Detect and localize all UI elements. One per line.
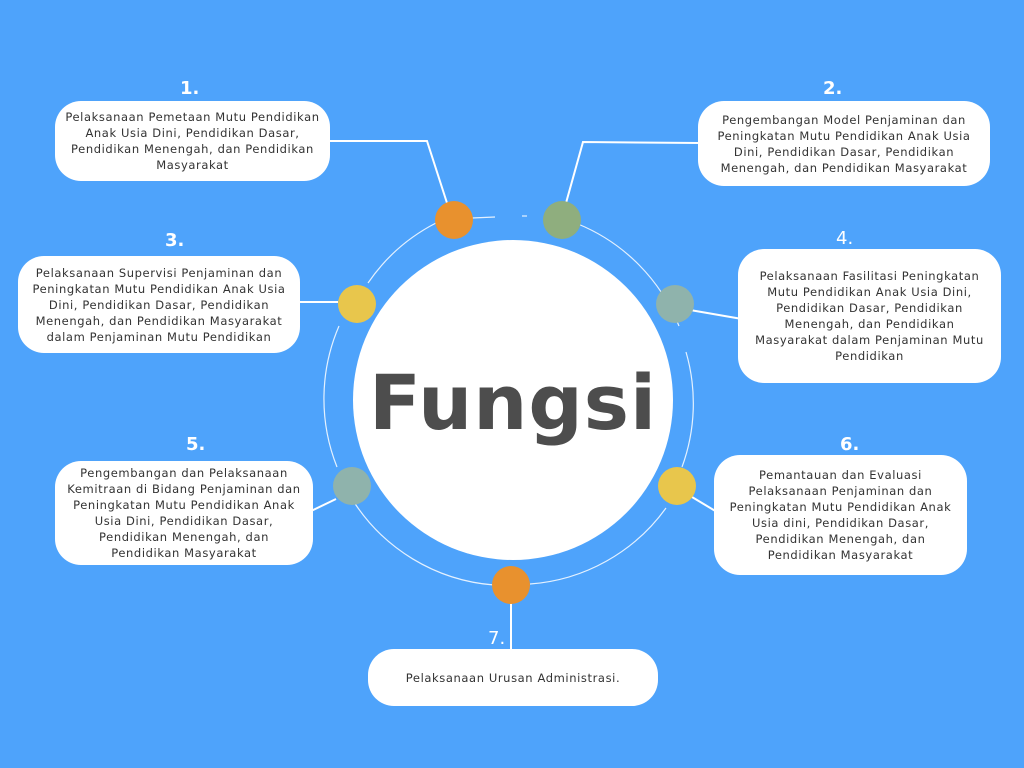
item-number-6: 6.: [840, 434, 860, 455]
ring-tick: [471, 216, 496, 219]
node-dot-3: [338, 285, 376, 323]
function-box-6: Pemantauan dan Evaluasi Pelaksanaan Penj…: [714, 455, 967, 575]
node-dot-1: [435, 201, 473, 239]
function-text-5: Pengembangan dan Pelaksanaan Kemitraan d…: [67, 466, 301, 560]
center-circle: Fungsi: [353, 240, 673, 560]
node-dot-4: [656, 285, 694, 323]
function-text-2: Pengembangan Model Penjaminan dan Pening…: [717, 112, 971, 175]
item-number-1: 1.: [180, 78, 200, 99]
function-text-1: Pelaksanaan Pemetaan Mutu Pendidikan Ana…: [65, 110, 320, 172]
node-dot-6: [658, 467, 696, 505]
ring-arc: [367, 222, 437, 284]
ring-arc: [351, 498, 495, 586]
node-dot-7: [492, 566, 530, 604]
item-number-3: 3.: [165, 230, 185, 251]
connector-4: [689, 309, 743, 320]
item-number-2: 2.: [823, 78, 843, 99]
function-box-4: Pelaksanaan Fasilitasi Peningkatan Mutu …: [738, 249, 1001, 383]
center-title: Fungsi: [368, 357, 658, 447]
item-number-4: 4.: [836, 228, 854, 249]
function-box-1: Pelaksanaan Pemetaan Mutu Pendidikan Ana…: [55, 101, 330, 181]
item-number-7: 7.: [488, 628, 506, 649]
function-text-3: Pelaksanaan Supervisi Penjaminan dan Pen…: [32, 265, 286, 344]
function-box-7: Pelaksanaan Urusan Administrasi.: [368, 649, 658, 706]
ring-arc: [529, 507, 667, 585]
node-dot-2: [543, 201, 581, 239]
function-box-5: Pengembangan dan Pelaksanaan Kemitraan d…: [55, 461, 313, 565]
function-box-3: Pelaksanaan Supervisi Penjaminan dan Pen…: [18, 256, 300, 353]
connector-1: [325, 140, 448, 204]
connector-6: [691, 496, 718, 513]
ring-arc: [323, 325, 340, 468]
function-text-7: Pelaksanaan Urusan Administrasi.: [405, 670, 621, 685]
connector-2: [565, 140, 701, 204]
ring-arc: [681, 351, 694, 468]
connector-5: [308, 498, 337, 513]
function-text-4: Pelaksanaan Fasilitasi Peningkatan Mutu …: [755, 269, 984, 363]
function-text-6: Pemantauan dan Evaluasi Pelaksanaan Penj…: [729, 468, 952, 562]
function-box-2: Pengembangan Model Penjaminan dan Pening…: [698, 101, 990, 186]
node-dot-5: [333, 467, 371, 505]
item-number-5: 5.: [186, 434, 206, 455]
